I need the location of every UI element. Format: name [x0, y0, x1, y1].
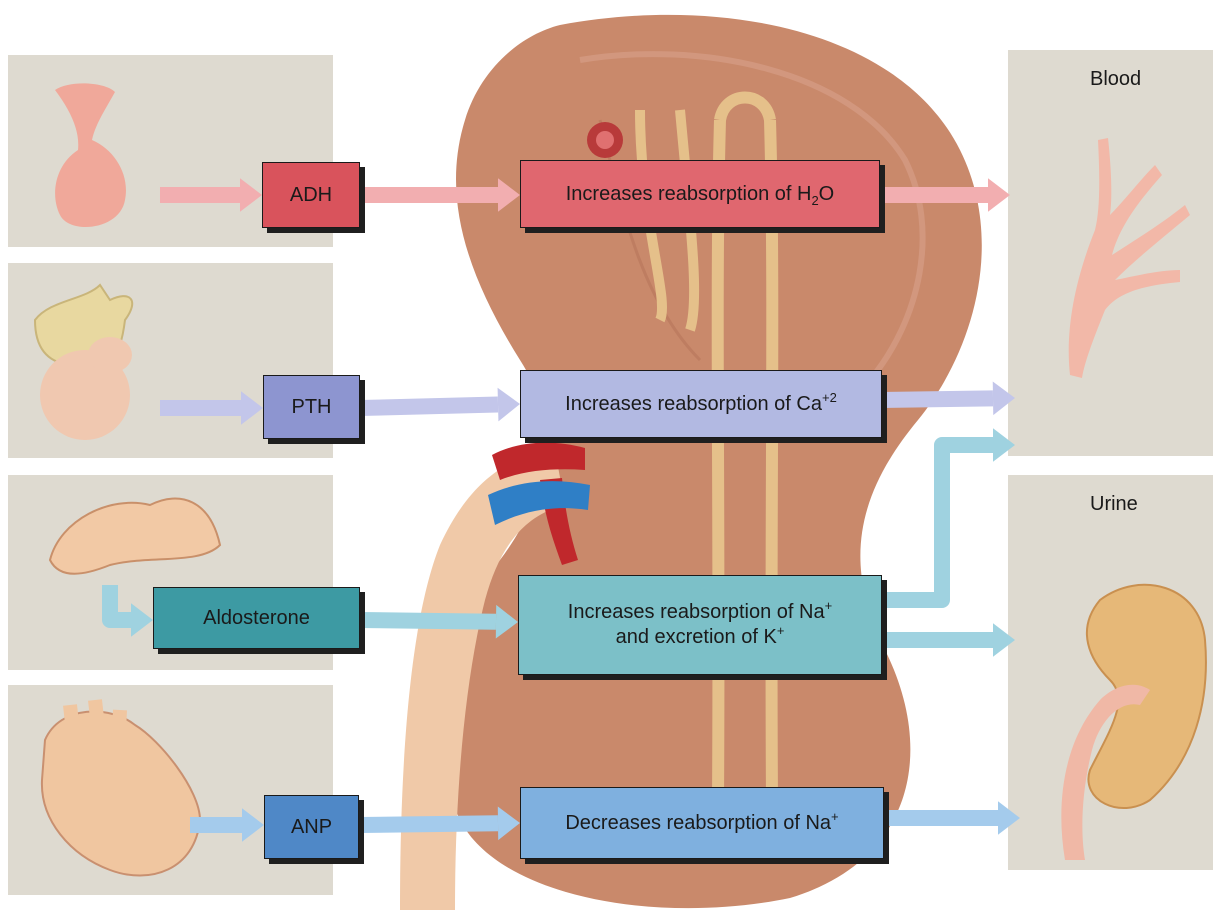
blood-label: Blood: [1090, 68, 1141, 91]
urine-label: Urine: [1090, 493, 1138, 516]
pth-box: PTH: [263, 375, 360, 439]
pth-effect-box: Increases reabsorption of Ca+2: [520, 370, 882, 438]
anp-label: ANP: [291, 815, 332, 840]
aldosterone-to-effect-arrow-shaft: [360, 620, 496, 622]
anp-effect-text: Decreases reabsorption of Na+: [565, 811, 838, 836]
aldosterone-effect-box: Increases reabsorption of Na+and excreti…: [518, 575, 882, 675]
aldosterone-effect-to-blood-arrow-shaft: [882, 445, 993, 600]
aldosterone-effect-text: Increases reabsorption of Na+and excreti…: [568, 600, 832, 650]
aldosterone-box: Aldosterone: [153, 587, 360, 649]
anp-box: ANP: [264, 795, 359, 859]
pth-effect-to-blood-arrow-shaft: [882, 398, 993, 400]
anp-effect-box: Decreases reabsorption of Na+: [520, 787, 884, 859]
pth-effect-text: Increases reabsorption of Ca+2: [565, 392, 837, 417]
adh-effect-to-blood-arrow-head: [988, 178, 1010, 212]
adh-label: ADH: [290, 183, 332, 208]
adh-effect-box: Increases reabsorption of H2O: [520, 160, 880, 228]
pth-label: PTH: [292, 395, 332, 420]
anp-to-effect-arrow-shaft: [360, 823, 498, 825]
adh-effect-text: Increases reabsorption of H2O: [566, 182, 834, 207]
adh-box: ADH: [262, 162, 360, 228]
pth-to-effect-arrow-head: [498, 388, 520, 422]
pth-to-effect-arrow-shaft: [360, 405, 498, 408]
aldosterone-label: Aldosterone: [203, 606, 310, 631]
